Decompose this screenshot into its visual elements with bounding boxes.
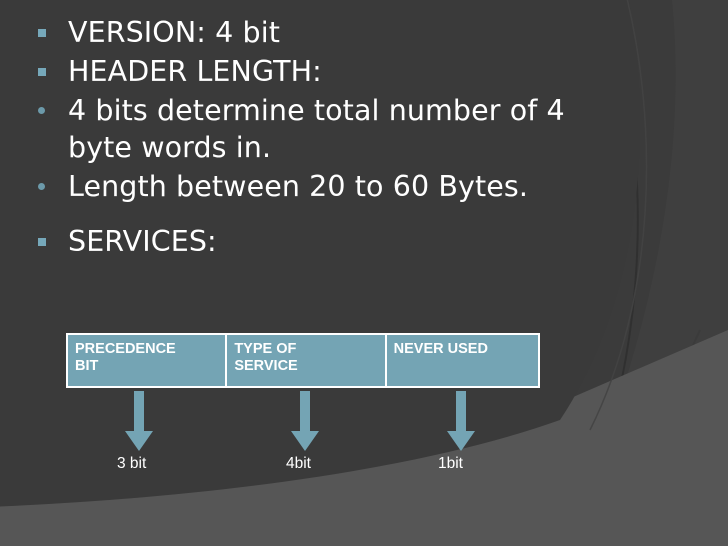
bullet-dot-icon — [38, 92, 68, 114]
down-arrow-icon-type-of-service — [288, 391, 322, 453]
list-item: Length between 20 to 60 Bytes. — [38, 168, 638, 205]
list-item: SERVICES: — [38, 223, 638, 260]
bullet-text: HEADER LENGTH: — [68, 55, 322, 88]
list-item: HEADER LENGTH: — [38, 53, 638, 90]
table-cell-line1: PRECEDENCE — [75, 341, 176, 357]
table-cell-never-used: NEVER USED — [386, 335, 538, 386]
bullet-text: 4 bits determine total number of 4 byte … — [68, 94, 565, 164]
arrow-label-1-bit: 1bit — [438, 455, 463, 472]
table-cell-line1: TYPE OF — [234, 341, 297, 357]
bullet-square-icon — [38, 53, 68, 76]
bullet-square-icon — [38, 14, 68, 37]
table-cell-precedence: PRECEDENCE BIT — [68, 335, 226, 386]
table-cell-line2: BIT — [75, 358, 99, 374]
arrow-label-3-bit: 3 bit — [117, 455, 147, 472]
bullet-text: Length between 20 to 60 Bytes. — [68, 170, 529, 203]
bullet-dot-icon — [38, 168, 68, 190]
down-arrow-icon-precedence — [122, 391, 156, 453]
arrow-label-4-bit: 4bit — [286, 455, 311, 472]
table-cell-type-of-service: TYPE OF SERVICE — [227, 335, 385, 386]
service-byte-table: PRECEDENCE BIT TYPE OF SERVICE NEVER USE… — [66, 333, 540, 388]
bullet-list: VERSION: 4 bit HEADER LENGTH: 4 bits det… — [38, 14, 638, 262]
bullet-text: VERSION: 4 bit — [68, 16, 280, 49]
list-item: 4 bits determine total number of 4 byte … — [38, 92, 638, 166]
table-cell-line1: NEVER USED — [393, 341, 488, 357]
down-arrow-icon-never-used — [444, 391, 478, 453]
table-cell-line2: SERVICE — [234, 358, 298, 374]
bullet-square-icon — [38, 223, 68, 246]
bullet-text: SERVICES: — [68, 225, 217, 258]
list-item: VERSION: 4 bit — [38, 14, 638, 51]
